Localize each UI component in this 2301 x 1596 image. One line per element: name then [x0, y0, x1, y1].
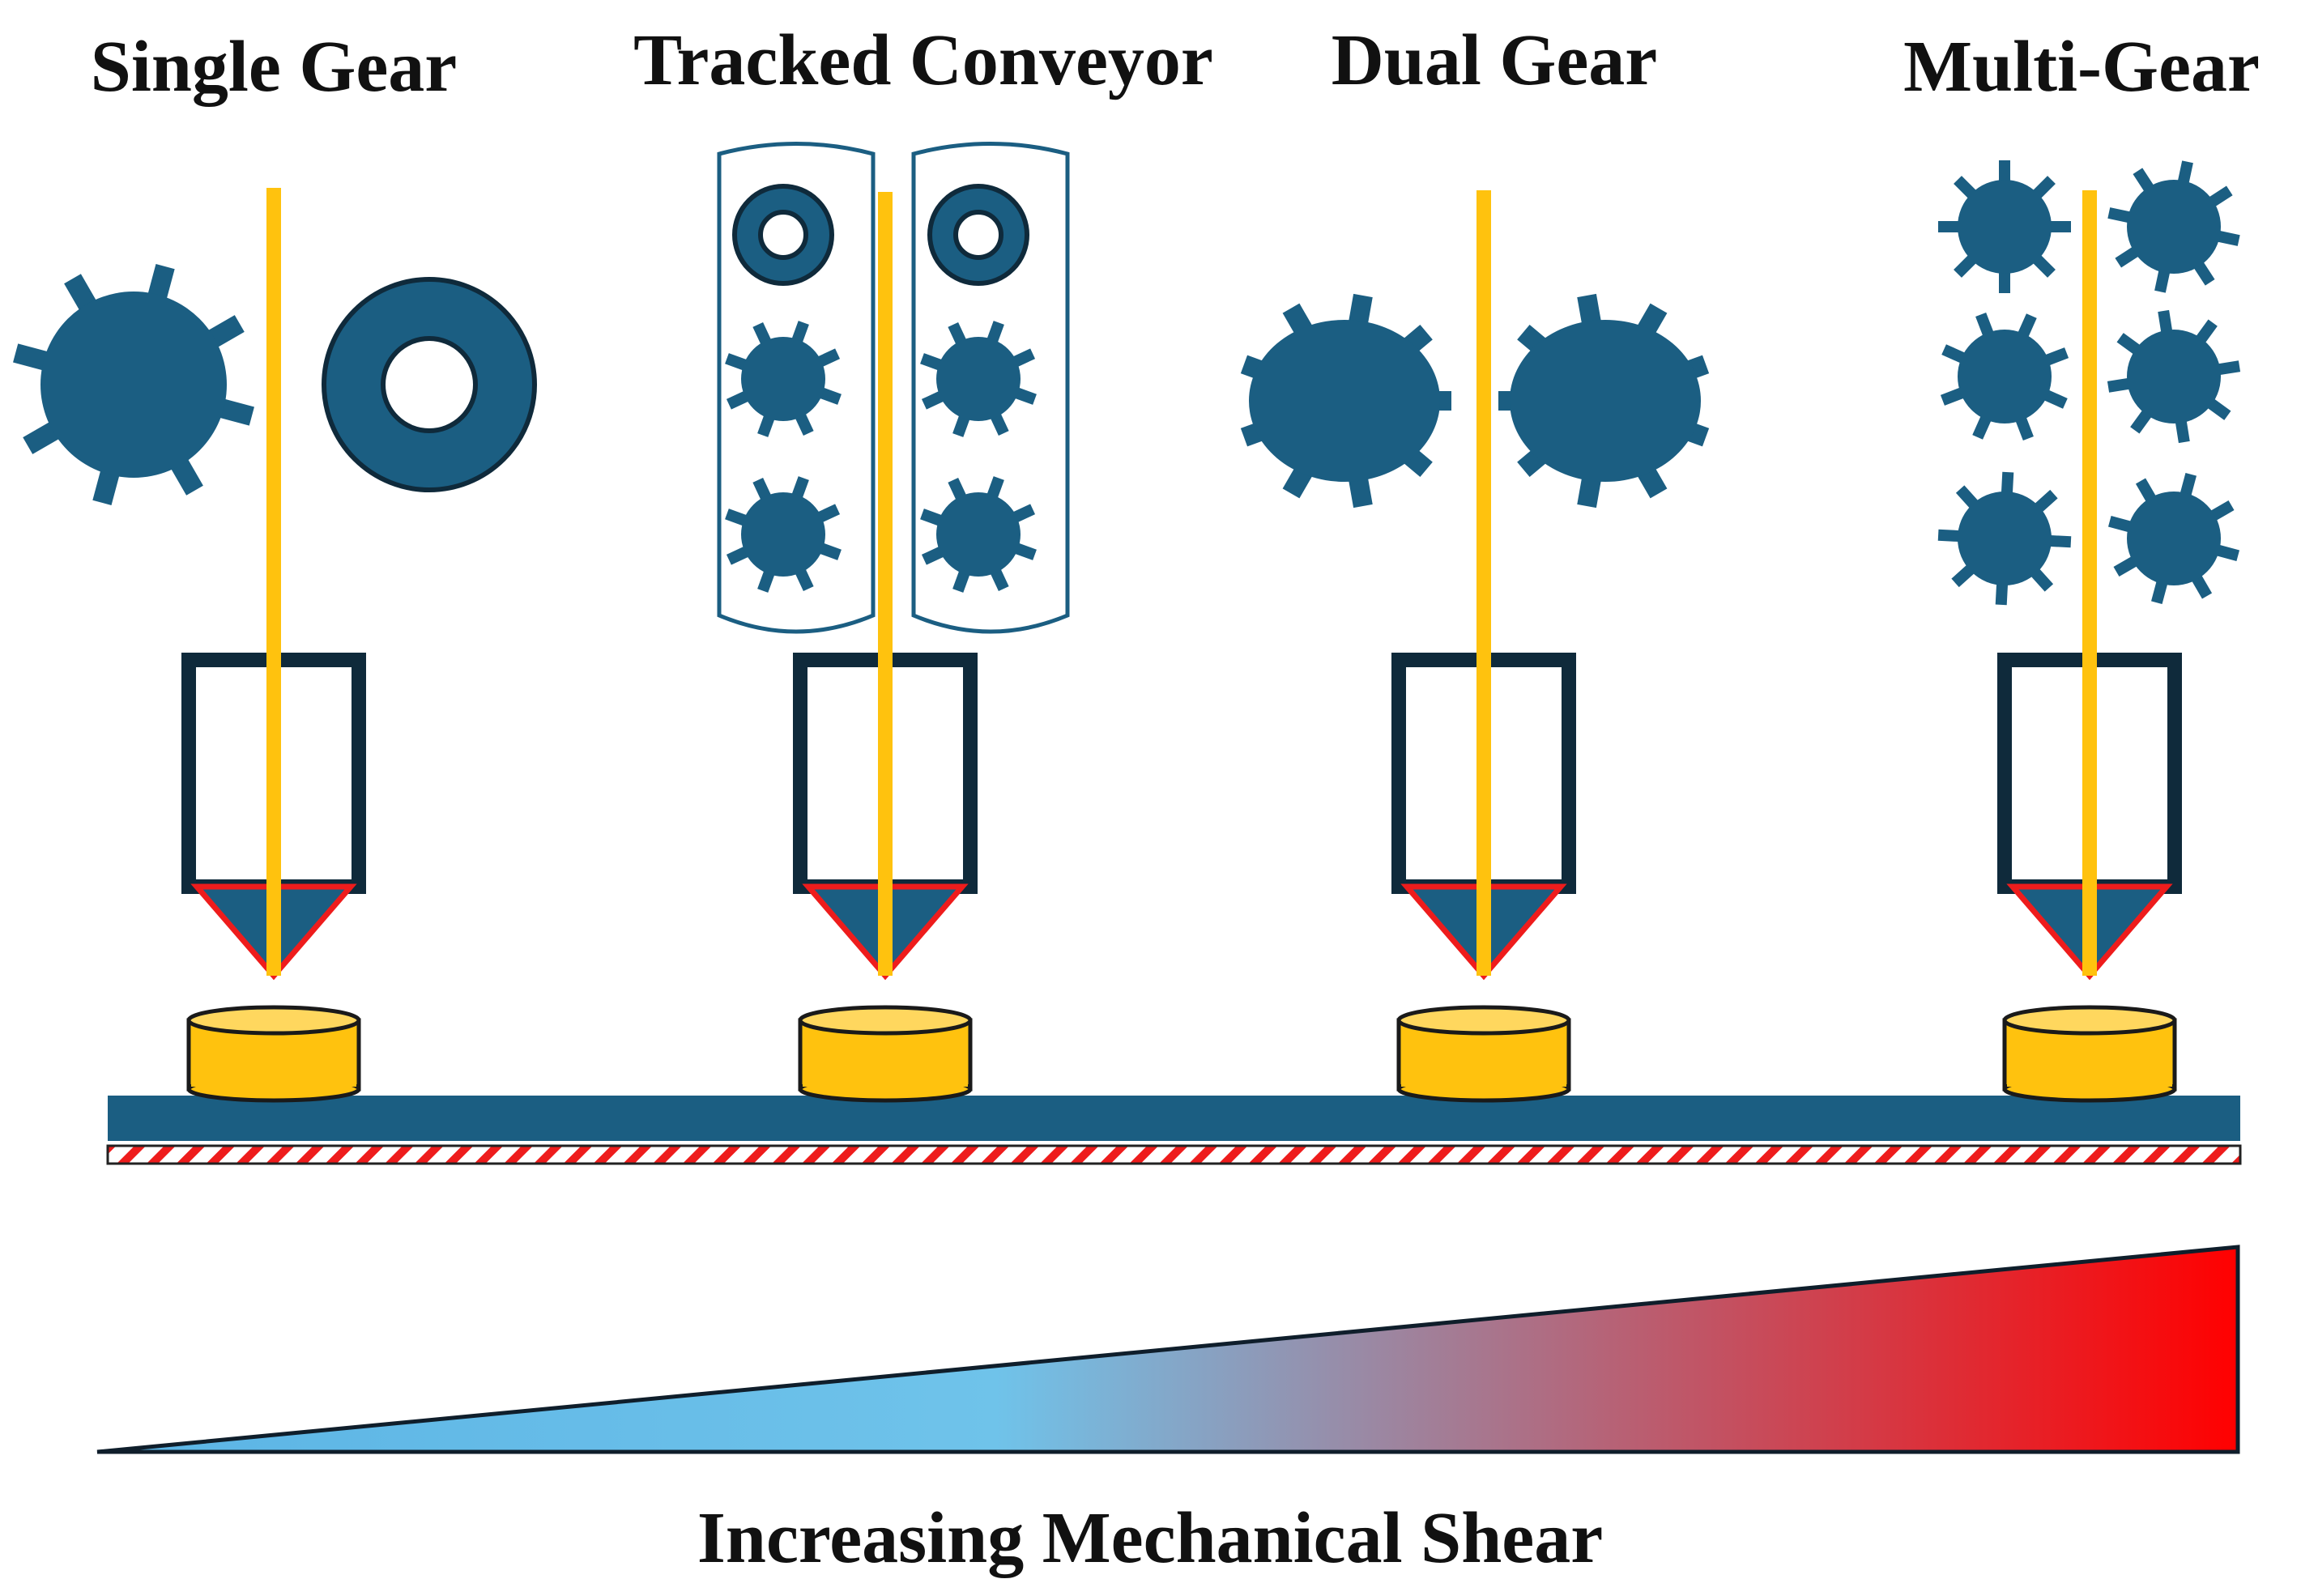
drive-gear-left-icon — [1240, 293, 1451, 509]
printed-part-tracked-conveyor — [798, 1005, 973, 1103]
idler-ring-icon — [324, 279, 535, 490]
track-gear-icon — [725, 321, 842, 437]
filament-multi-gear — [2082, 190, 2097, 976]
track-belt-right — [911, 142, 1070, 634]
multi-gear-icon — [2107, 309, 2241, 444]
station-label-multi-gear: Multi-Gear — [1903, 27, 2260, 107]
stations-layer — [13, 142, 2241, 981]
drive-gear-right-icon — [1498, 293, 1710, 509]
station-label-dual-gear: Dual Gear — [1331, 20, 1658, 100]
printed-part-single-gear — [186, 1005, 361, 1103]
track-pulley-icon — [735, 186, 832, 283]
track-belt-left — [717, 142, 876, 634]
build-platform — [108, 1096, 2240, 1141]
multi-gear-icon — [1937, 471, 2072, 606]
idler-ring-icon-hole — [381, 336, 478, 433]
filament-tracked-conveyor — [878, 192, 893, 976]
track-pulley-icon — [930, 186, 1027, 283]
station-label-single-gear: Single Gear — [90, 27, 458, 107]
multi-gear-icon — [1938, 160, 2071, 293]
shear-axis-label: Increasing Mechanical Shear — [697, 1498, 1604, 1578]
filament-dual-gear — [1476, 190, 1491, 976]
track-gear-icon — [725, 476, 842, 593]
track-gear-icon — [920, 321, 1037, 437]
multi-gear-icon — [2107, 472, 2240, 605]
shear-gradient-wedge — [96, 1245, 2240, 1454]
heated-bed-strip — [106, 1144, 2242, 1165]
track-pulley-icon-outline — [927, 184, 1029, 286]
track-pulley-icon-outline — [732, 184, 834, 286]
drive-gear-icon — [13, 264, 254, 505]
idler-ring-icon-outline — [322, 277, 537, 492]
printed-part-multi-gear — [2002, 1005, 2177, 1103]
filament-single-gear — [266, 188, 281, 976]
parts-layer — [186, 1005, 2177, 1103]
station-label-tracked-conveyor: Tracked Conveyor — [633, 20, 1213, 100]
multi-gear-icon — [2107, 160, 2240, 293]
printed-part-dual-gear — [1396, 1005, 1571, 1103]
track-pulley-icon-hole — [758, 210, 808, 260]
track-pulley-icon-hole — [953, 210, 1003, 260]
track-gear-icon — [920, 476, 1037, 593]
multi-gear-icon — [1940, 312, 2069, 441]
